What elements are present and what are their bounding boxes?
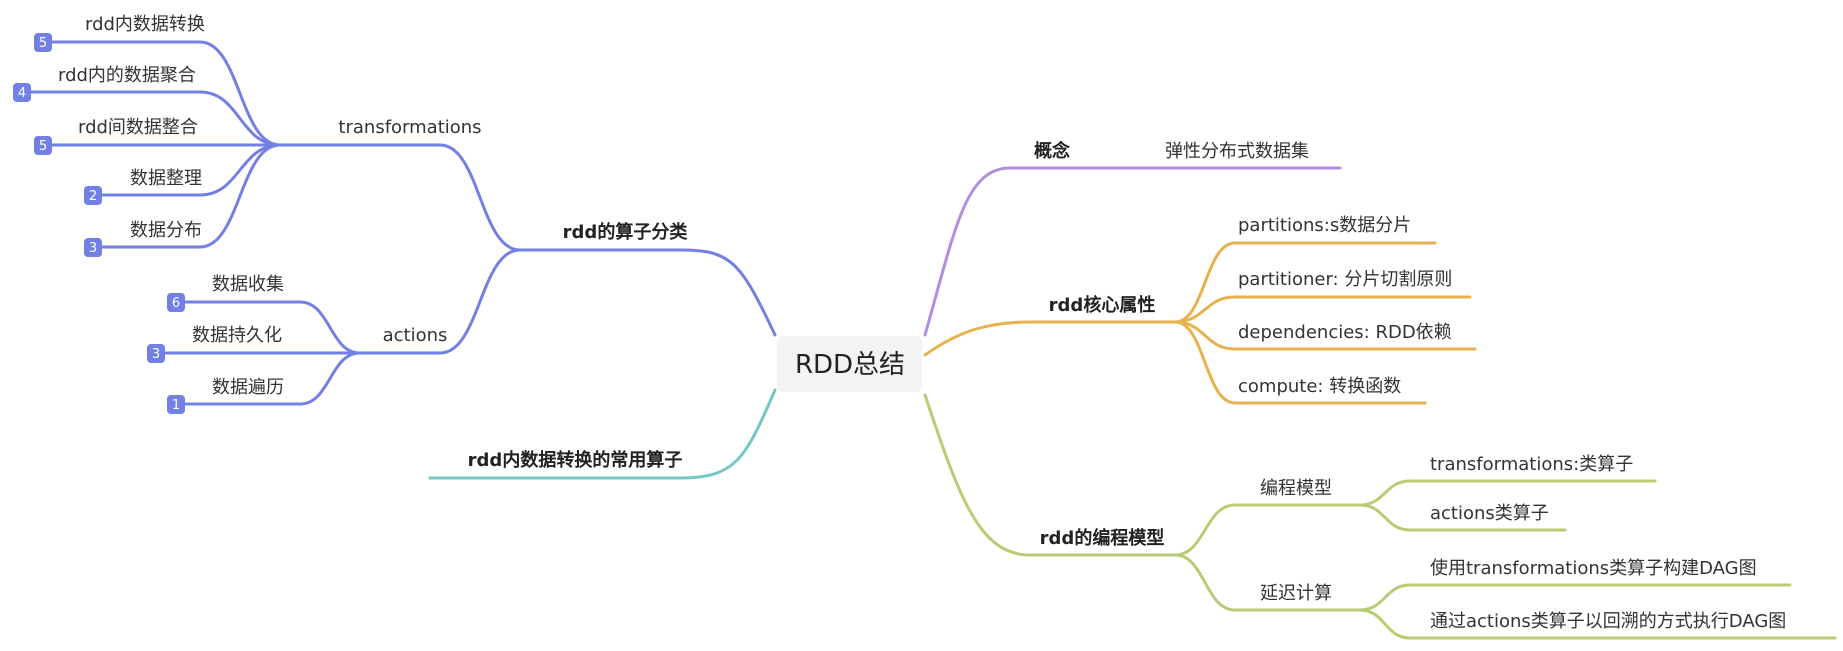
connector-root-concept	[923, 166, 1342, 337]
count-badge: 2	[84, 186, 102, 205]
trans-item-label[interactable]: rdd间数据整合	[78, 117, 198, 138]
node-operators-label[interactable]: rdd的算子分类	[563, 221, 689, 243]
programming-item-label[interactable]: actions类算子	[1430, 503, 1549, 524]
connector-model-lazy	[1173, 553, 1362, 612]
trans-item-label[interactable]: rdd内的数据聚合	[58, 65, 196, 86]
connector-actions-item-1	[173, 300, 362, 355]
count-badge: 4	[13, 83, 31, 102]
connector-lazy-item-1	[1358, 583, 1792, 612]
node-concept-label[interactable]: 概念	[1034, 140, 1070, 162]
node-common-operators-label[interactable]: rdd内数据转换的常用算子	[468, 449, 683, 471]
trans-item-label[interactable]: 数据整理	[130, 168, 202, 189]
core-item-label[interactable]: compute: 转换函数	[1238, 376, 1401, 397]
core-item-label[interactable]: partitions:s数据分片	[1238, 215, 1411, 236]
trans-item-label[interactable]: 数据分布	[130, 220, 202, 241]
actions-item-label[interactable]: 数据持久化	[192, 325, 282, 346]
node-core-properties-label[interactable]: rdd核心属性	[1049, 294, 1156, 316]
connector-root-core	[923, 320, 1177, 357]
connector-programming-item-1	[1358, 479, 1657, 507]
count-badge-text: 3	[89, 241, 97, 256]
connector-operators-actions	[358, 248, 522, 355]
node-programming-label[interactable]: 编程模型	[1260, 478, 1332, 499]
connector-trans-item-4	[90, 143, 282, 197]
connector-trans-item-1	[40, 40, 282, 147]
actions-item-label[interactable]: 数据遍历	[212, 377, 284, 398]
root-node[interactable]: RDD总结	[777, 336, 922, 392]
connector-core-item-1	[1173, 241, 1437, 324]
count-badge-text: 2	[89, 189, 97, 204]
connector-trans-item-5	[90, 143, 282, 249]
connector-root-operators	[518, 248, 777, 337]
connector-programming-item-2	[1358, 503, 1567, 532]
actions-item-label[interactable]: 数据收集	[212, 274, 284, 295]
lazy-item-label[interactable]: 使用transformations类算子构建DAG图	[1430, 558, 1757, 579]
node-actions-label[interactable]: actions	[383, 325, 448, 346]
node-lazy-eval-label[interactable]: 延迟计算	[1260, 583, 1332, 604]
node-programming-model-label[interactable]: rdd的编程模型	[1040, 527, 1165, 549]
connector-lazy-item-2	[1358, 608, 1837, 640]
connector-operators-transformations	[278, 143, 522, 252]
count-badge: 1	[167, 395, 185, 414]
connector-trans-item-2	[20, 90, 282, 147]
count-badge-text: 5	[39, 36, 47, 51]
connector-actions-item-3	[173, 351, 362, 406]
count-badge-text: 4	[18, 86, 26, 101]
core-item-label[interactable]: partitioner: 分片切割原则	[1238, 269, 1452, 290]
count-badge-text: 3	[152, 347, 160, 362]
connector-root-common	[428, 388, 777, 480]
connector-core-item-4	[1173, 320, 1427, 405]
core-item-label[interactable]: dependencies: RDD依赖	[1238, 322, 1452, 343]
count-badge: 5	[34, 136, 52, 155]
node-transformations-label[interactable]: transformations	[338, 117, 481, 138]
connector-core-item-3	[1173, 320, 1477, 351]
trans-item-label[interactable]: rdd内数据转换	[85, 14, 205, 35]
count-badge: 6	[167, 293, 185, 312]
root-node-box	[777, 336, 922, 392]
concept-value-label[interactable]: 弹性分布式数据集	[1165, 141, 1309, 162]
count-badge: 5	[34, 33, 52, 52]
lazy-item-label[interactable]: 通过actions类算子以回溯的方式执行DAG图	[1430, 611, 1786, 632]
count-badge-text: 5	[39, 139, 47, 154]
connector-model-programming	[1173, 503, 1362, 557]
connector-core-item-2	[1173, 295, 1472, 324]
programming-item-label[interactable]: transformations:类算子	[1430, 454, 1633, 475]
count-badge-text: 1	[172, 398, 180, 413]
connector-root-model	[923, 393, 1177, 557]
count-badge: 3	[147, 344, 165, 363]
root-node-label: RDD总结	[795, 350, 905, 380]
count-badge-text: 6	[172, 296, 180, 311]
count-badge: 3	[84, 238, 102, 257]
